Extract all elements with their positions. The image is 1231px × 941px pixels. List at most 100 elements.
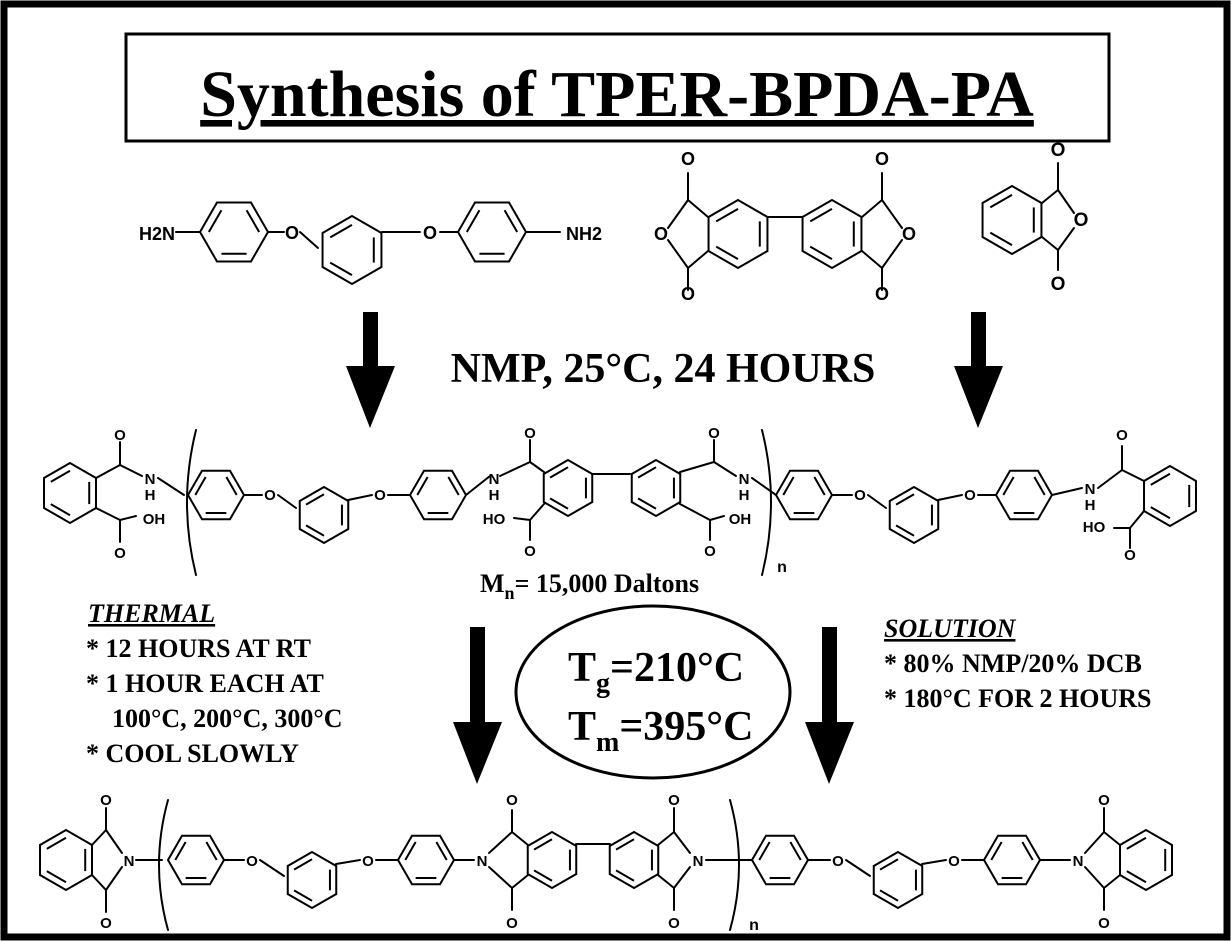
thermal-line-2: * 1 HOUR EACH AT	[86, 669, 324, 698]
double-bond	[1002, 476, 1015, 496]
ether-oxygen: O	[374, 487, 386, 504]
double-bond	[533, 869, 553, 882]
carbonyl-oxygen: O	[681, 284, 695, 304]
double-bond	[895, 493, 915, 506]
carbonyl-oxygen: O	[1051, 140, 1066, 161]
benzene-ring	[608, 830, 660, 890]
bond	[299, 231, 319, 249]
amide-n: N	[145, 471, 156, 488]
benzene-ring	[750, 834, 810, 886]
bond	[867, 494, 887, 509]
bond	[1041, 236, 1059, 251]
double-bond	[205, 841, 218, 861]
solution-heading: SOLUTION	[884, 614, 1017, 643]
ring-oxygen: O	[1074, 210, 1089, 231]
double-bond	[1150, 506, 1171, 520]
bond	[1057, 227, 1075, 251]
carbonyl-oxygen: O	[506, 915, 518, 932]
glass-transition-temp: Tg=210°C	[568, 645, 744, 699]
repeat-bracket-left	[158, 799, 169, 931]
carbonyl-oxygen: O	[524, 543, 536, 560]
benzene-ring	[872, 850, 924, 910]
imide-n: N	[693, 853, 704, 870]
carbonyl-oxygen: O	[114, 545, 126, 562]
thermal-line-3: 100°C, 200°C, 300°C	[112, 704, 343, 733]
arrow-right-bottom	[805, 627, 854, 784]
double-bond	[245, 209, 261, 233]
carbonyl-oxygen: O	[1124, 547, 1136, 564]
double-bond	[782, 476, 795, 496]
carbonyl-oxygen: O	[524, 425, 536, 442]
solution-conditions: SOLUTION * 80% NMP/20% DCB * 180°C FOR 2…	[884, 614, 1152, 713]
imide-n: N	[124, 853, 135, 870]
double-bond	[809, 207, 833, 223]
bond	[751, 477, 777, 496]
bond	[679, 461, 715, 473]
title-frame	[124, 32, 1111, 143]
ring-oxygen: O	[654, 224, 668, 244]
bond	[529, 503, 545, 521]
double-bond	[50, 469, 71, 483]
double-bond	[1021, 841, 1034, 861]
molecular-weight-label: Mn= 15,000 Daltons	[480, 569, 699, 603]
bond	[465, 475, 491, 496]
double-bond	[989, 193, 1013, 209]
carbonyl-oxygen: O	[668, 915, 680, 932]
double-bond	[503, 209, 519, 233]
benzene-ring	[774, 469, 834, 521]
imide-n: N	[477, 853, 488, 870]
thermal-conditions: THERMAL * 12 HOURS AT RT * 1 HOUR EACH A…	[86, 599, 343, 768]
double-bond	[404, 841, 417, 861]
phthalic-anhydride-monomer: OOO	[981, 140, 1089, 295]
bond	[937, 494, 963, 501]
bond	[861, 199, 883, 218]
bond	[513, 517, 531, 521]
carbonyl-oxygen: O	[100, 915, 112, 932]
double-bond	[329, 223, 353, 239]
amide-h: H	[489, 487, 500, 504]
benzene-ring	[630, 458, 682, 518]
arrow-left-top	[346, 312, 395, 428]
bond	[529, 461, 545, 473]
double-bond	[1150, 472, 1171, 486]
ether-oxygen: O	[264, 487, 276, 504]
carbonyl-oxygen: O	[704, 543, 716, 560]
carbonyl-oxygen: O	[1098, 792, 1110, 809]
ether-oxygen: O	[854, 487, 866, 504]
amide-n: N	[489, 471, 500, 488]
bond	[881, 199, 903, 229]
benzene-ring	[408, 469, 468, 521]
bond	[673, 831, 691, 854]
reaction-conditions: NMP, 25°C, 24 HOURS	[451, 346, 876, 392]
double-bond	[46, 870, 67, 884]
bond	[667, 239, 689, 269]
ring-oxygen: O	[902, 224, 916, 244]
melting-temp: Tm=395°C	[568, 704, 753, 758]
carbonyl-oxygen: O	[506, 792, 518, 809]
double-bond	[174, 841, 187, 861]
bond	[687, 250, 709, 269]
bond	[1103, 831, 1121, 846]
benzene-ring	[396, 834, 456, 886]
double-bond	[293, 889, 313, 902]
benzene-ring	[888, 485, 940, 545]
bond	[687, 199, 709, 218]
carbonyl-oxygen: O	[875, 149, 889, 169]
bond	[1051, 487, 1083, 496]
repeat-bracket-right	[729, 799, 740, 931]
bond	[105, 829, 123, 854]
repeat-bracket-left	[186, 429, 197, 576]
amide-n: N	[1085, 481, 1096, 498]
bond	[277, 494, 297, 509]
imide-n: N	[1073, 853, 1084, 870]
double-bond	[809, 245, 833, 261]
bond	[488, 831, 513, 854]
bond	[673, 866, 691, 889]
bond	[861, 250, 883, 269]
bond	[347, 494, 373, 501]
carbonyl-oxygen: O	[114, 427, 126, 444]
carbonyl-oxygen: O	[681, 149, 695, 169]
carbonyl-oxygen: O	[1116, 427, 1128, 444]
benzene-ring	[166, 834, 226, 886]
